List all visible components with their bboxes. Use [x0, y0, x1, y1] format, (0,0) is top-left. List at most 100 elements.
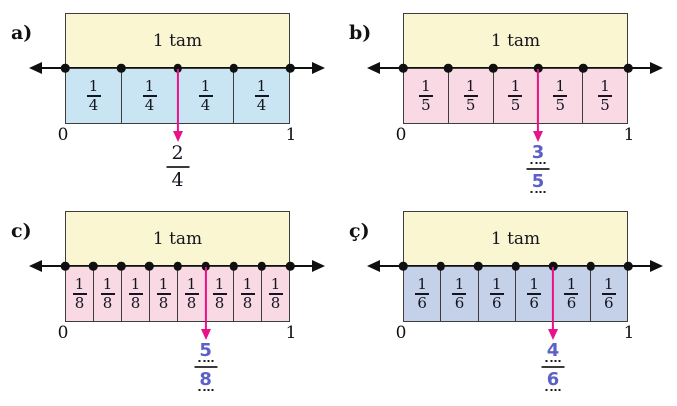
unit-fraction-denominator: 4 — [144, 96, 155, 115]
fraction-bar — [564, 293, 579, 295]
one-whole-label: 1 tam — [490, 31, 541, 51]
fraction-bar — [212, 293, 227, 295]
answer-denominator: 5 — [531, 170, 545, 192]
unit-fraction-numerator: 1 — [529, 274, 539, 293]
pointer-arrow — [551, 267, 555, 330]
unit-fraction-numerator: 1 — [186, 274, 197, 293]
answer-denominator: 6 — [546, 368, 560, 390]
left-arrowhead-icon — [367, 260, 380, 272]
tick-dot — [117, 63, 126, 73]
one-whole-label: 1 tam — [152, 229, 203, 249]
tick-dot — [145, 261, 154, 271]
axis-label-zero: 0 — [395, 323, 407, 343]
fraction-bar — [240, 293, 255, 295]
fraction-bar — [508, 95, 523, 97]
unit-fraction-numerator: 1 — [74, 274, 85, 293]
unit-fraction-numerator: 1 — [555, 76, 566, 95]
unit-fraction-denominator: 6 — [417, 294, 427, 313]
fraction-bar — [415, 293, 430, 295]
fraction-bar — [142, 95, 157, 97]
unit-fraction-denominator: 6 — [529, 294, 539, 313]
unit-fraction-denominator: 8 — [214, 294, 225, 313]
tick-dot — [88, 261, 98, 271]
tick-dot — [436, 261, 445, 271]
panel-letter-label: b) — [349, 22, 372, 44]
unit-fraction-denominator: 4 — [88, 96, 99, 115]
fraction-bar — [268, 293, 283, 295]
panel-letter-label: a) — [11, 22, 33, 44]
panel-letter-label: c) — [11, 220, 32, 242]
unit-fraction-denominator: 6 — [604, 294, 614, 313]
answer-numerator: 3 — [531, 142, 545, 163]
unit-fraction-numerator: 1 — [566, 274, 577, 293]
answer-denominator: 4 — [171, 168, 184, 191]
unit-fraction-numerator: 1 — [604, 274, 614, 293]
answer-fraction-bar — [194, 365, 218, 369]
dotted-placeholder — [545, 388, 561, 391]
dotted-placeholder — [198, 360, 214, 363]
answer-numerator: 5 — [199, 340, 212, 361]
answer-numerator: 4 — [546, 340, 560, 361]
unit-fraction-numerator: 1 — [88, 76, 99, 95]
tick-dot — [229, 63, 238, 73]
right-arrowhead-icon — [312, 62, 325, 74]
tick-dot — [173, 261, 182, 271]
axis-label-one: 1 — [285, 125, 297, 145]
right-arrowhead-icon — [312, 260, 325, 272]
panel-letter-label: ç) — [349, 220, 370, 242]
axis-label-zero: 0 — [57, 323, 69, 343]
unit-fraction-denominator: 8 — [102, 294, 113, 313]
unit-fraction-denominator: 8 — [186, 294, 197, 313]
fraction-bar — [254, 95, 269, 97]
number-line — [378, 66, 652, 70]
tick-dot — [60, 261, 70, 271]
tick-dot — [533, 63, 543, 73]
tick-dot — [578, 63, 588, 73]
one-whole-box: 1 tam — [65, 211, 290, 267]
tick-dot — [60, 63, 70, 73]
one-whole-label: 1 tam — [152, 31, 203, 51]
answer-denominator: 8 — [199, 368, 212, 390]
unit-fraction-numerator: 1 — [200, 76, 211, 95]
unit-fraction-denominator: 4 — [200, 96, 211, 115]
answer-fraction-bar — [541, 365, 565, 369]
unit-fraction-numerator: 1 — [421, 76, 431, 95]
fraction-bar — [184, 293, 199, 295]
pointer-arrowhead-icon — [548, 329, 558, 340]
fraction-bar — [463, 95, 478, 97]
pointer-arrowhead-icon — [200, 329, 211, 340]
unit-fraction-numerator: 1 — [130, 274, 141, 293]
tick-dot — [488, 63, 498, 73]
one-whole-box: 1 tam — [403, 13, 628, 69]
pointer-arrow — [176, 69, 179, 132]
unit-fraction-denominator: 5 — [600, 96, 610, 115]
tick-dot — [623, 261, 633, 271]
pointer-arrowhead-icon — [533, 131, 543, 142]
